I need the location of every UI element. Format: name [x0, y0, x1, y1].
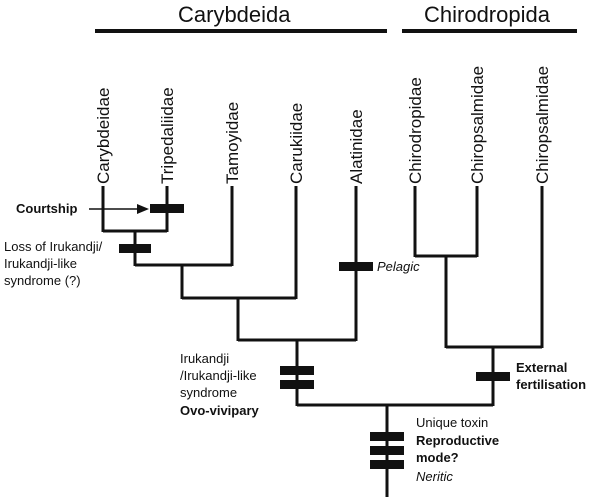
taxon-label-carybdeidae: Carybdeidae	[94, 87, 113, 184]
character-marks	[119, 204, 510, 469]
irukandji-line3: syndrome	[180, 385, 238, 400]
ovo-vivipary-label: Ovo-vivipary	[180, 403, 259, 418]
loss-irukandji-label: Loss of Irukandji/ Irukandji-like syndro…	[4, 238, 102, 289]
external-fertilisation-mark	[476, 372, 510, 381]
irukandji-label: Irukandji /Irukandji-like syndrome	[180, 350, 257, 401]
taxon-label-chiropsalmidae-1: Chiropsalmidae	[468, 65, 487, 184]
taxon-label-carukiidae: Carukiidae	[287, 102, 306, 184]
pelagic-mark	[339, 262, 373, 271]
loss-irukandji-line3: syndrome (?)	[4, 273, 81, 288]
loss-irukandji-line2: Irukandji-like	[4, 256, 77, 271]
irukandji-mark-1	[280, 366, 314, 375]
taxon-label-chiropsalmidae-2: Chiropsalmidae	[533, 65, 552, 184]
loss-irukandji-line1: Loss of Irukandji/	[4, 239, 103, 254]
reproductive-mode-line1: Reproductive	[416, 433, 500, 448]
unique-toxin-mark	[370, 432, 404, 441]
courtship-mark	[150, 204, 184, 213]
pelagic-label: Pelagic	[377, 259, 420, 274]
loss-irukandji-mark	[119, 244, 151, 253]
neritic-mark	[370, 460, 404, 469]
reproductive-mode-label: Reproductive mode?	[416, 432, 499, 466]
external-fertilisation-label: External fertilisation	[516, 359, 586, 393]
taxon-label-alatinidae: Alatinidae	[347, 109, 366, 184]
courtship-arrow-head	[137, 204, 149, 214]
neritic-label: Neritic	[416, 469, 453, 484]
external-fertilisation-line1: External	[516, 360, 568, 375]
courtship-label: Courtship	[16, 201, 78, 216]
reproductive-mode-mark	[370, 446, 404, 455]
group-label-carybdeida: Carybdeida	[178, 2, 291, 27]
taxon-label-tamoyidae: Tamoyidae	[223, 101, 242, 184]
irukandji-line2: /Irukandji-like	[180, 368, 257, 383]
external-fertilisation-line2: fertilisation	[516, 377, 587, 392]
irukandji-line1: Irukandji	[180, 351, 230, 366]
taxon-label-chirodropidae: Chirodropidae	[406, 77, 425, 184]
irukandji-mark-2	[280, 380, 314, 389]
unique-toxin-label: Unique toxin	[416, 415, 489, 430]
taxon-label-tripedaliidae: Tripedaliidae	[158, 87, 177, 184]
reproductive-mode-line2: mode?	[416, 450, 459, 465]
group-label-chirodropida: Chirodropida	[424, 2, 550, 27]
